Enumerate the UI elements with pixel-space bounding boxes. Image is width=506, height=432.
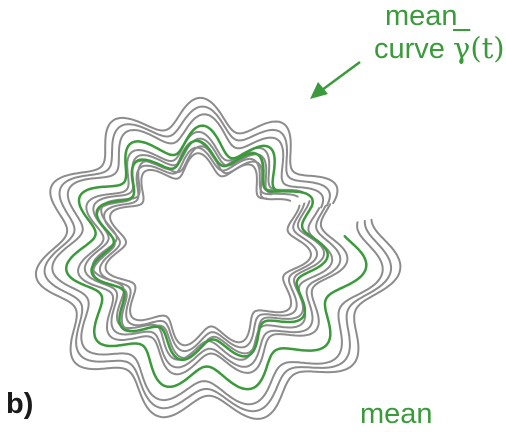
sample-curve-middle bbox=[83, 137, 342, 369]
bottom-mean-label: mean bbox=[360, 398, 433, 430]
gamma-argument: (t) bbox=[470, 31, 505, 65]
mean-curve-annotation-line2: curve γ(t) bbox=[374, 32, 505, 65]
sample-curve-outer bbox=[43, 105, 393, 413]
sample-curve-outer bbox=[51, 113, 384, 406]
mean-curve-annotation-line1: mean bbox=[385, 0, 458, 32]
mean-curve-outer bbox=[64, 124, 368, 391]
curve-word: curve bbox=[374, 33, 453, 65]
annotation-arrow bbox=[310, 60, 361, 99]
sample-curve-inner bbox=[104, 152, 313, 347]
sample-curve-outer bbox=[34, 96, 402, 420]
sample-curves-group bbox=[34, 96, 402, 420]
sample-curve-inner bbox=[98, 146, 318, 353]
mean-curve-group bbox=[64, 124, 368, 391]
sample-curve-middle bbox=[77, 130, 349, 376]
mean-curve-inner bbox=[90, 139, 329, 362]
panel-label: b) bbox=[6, 388, 34, 420]
gamma-bar-symbol: γ bbox=[452, 31, 471, 65]
